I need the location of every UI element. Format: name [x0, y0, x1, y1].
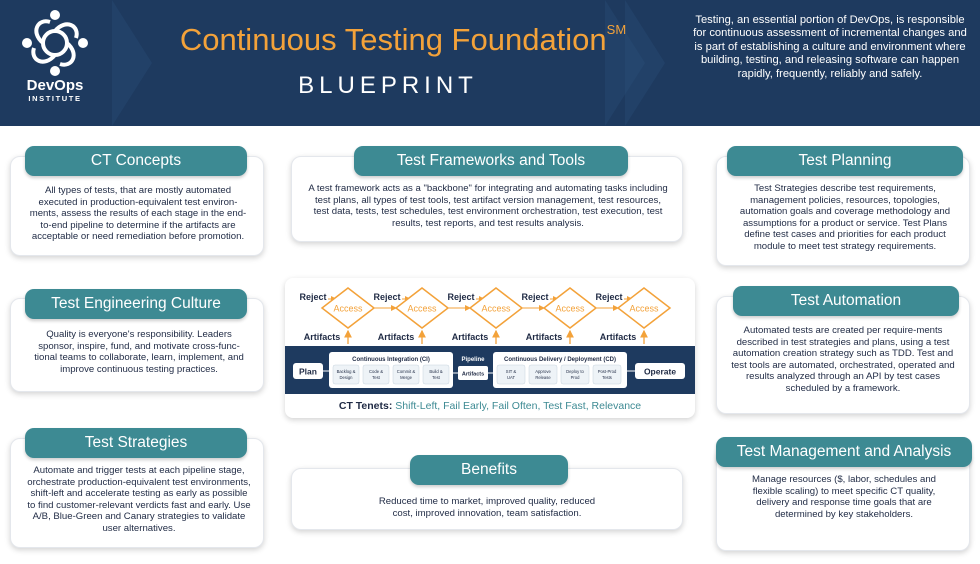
- test-automation-title: Test Automation: [733, 286, 959, 316]
- pipeline-step-label: Tests: [602, 375, 612, 380]
- artifacts-label: Artifacts: [452, 332, 489, 342]
- logo-subtitle: INSTITUTE: [28, 94, 82, 103]
- pipeline-step-label: Test: [432, 375, 441, 380]
- pipeline-step-label: Approve: [535, 369, 551, 374]
- test-engineering-title: Test Engineering Culture: [25, 289, 247, 319]
- pipeline-step: [560, 364, 590, 385]
- ct-concepts-text: All types of tests, that are mostly auto…: [29, 185, 247, 243]
- pipeline-step-label: Release: [535, 375, 551, 380]
- ct-tenets-values: Shift-Left, Fail Early, Fail Often, Test…: [395, 400, 642, 412]
- access-label: Access: [333, 304, 363, 314]
- test-frameworks-text: A test framework acts as a "backbone" fo…: [308, 183, 668, 229]
- page-title: Continuous Testing FoundationSM: [168, 22, 638, 58]
- test-management-title: Test Management and Analysis: [716, 437, 972, 467]
- test-strategies-text: Automate and trigger tests at each pipel…: [27, 465, 251, 534]
- devops-logo-icon: [22, 10, 88, 76]
- pipeline-step: [422, 364, 450, 385]
- access-label: Access: [481, 304, 511, 314]
- header-chevron: [112, 0, 152, 126]
- ct-tenets-label: CT Tenets:: [338, 400, 393, 412]
- artifacts-label: Artifacts: [526, 332, 563, 342]
- reject-label: Reject: [521, 292, 548, 302]
- intro-text: Testing, an essential portion of DevOps,…: [693, 14, 967, 80]
- artifacts-label: Artifacts: [304, 332, 341, 342]
- access-label: Access: [407, 304, 437, 314]
- reject-label: Reject: [595, 292, 622, 302]
- plan-box: [293, 363, 323, 379]
- test-management-text: Manage resources ($, labor, schedules an…: [752, 474, 936, 520]
- reject-label: Reject: [373, 292, 400, 302]
- plan-label: Plan: [299, 367, 317, 377]
- test-strategies-title: Test Strategies: [25, 428, 247, 458]
- pipeline-step-label: Code &: [369, 369, 383, 374]
- page-title-text: Continuous Testing Foundation: [179, 22, 607, 57]
- access-gate: [542, 287, 598, 329]
- access-gate: [468, 287, 524, 329]
- pipeline-step: [362, 364, 390, 385]
- header-banner: DevOps INSTITUTE Continuous Testing Foun…: [0, 0, 980, 126]
- pipeline-step-label: Commit &: [397, 369, 416, 374]
- devops-institute-logo: DevOps INSTITUTE: [12, 8, 98, 118]
- logo-name: DevOps: [26, 77, 84, 94]
- access-gate: [320, 287, 376, 329]
- ct-concepts-title: CT Concepts: [25, 146, 247, 176]
- test-planning-title: Test Planning: [727, 146, 963, 176]
- pipeline-step: [496, 364, 526, 385]
- pipeline-step-label: Backlog &: [337, 369, 356, 374]
- operate-box: [635, 363, 685, 379]
- pipeline-step-label: Design: [339, 375, 353, 380]
- access-gate: [394, 287, 450, 329]
- pipeline-step: [528, 364, 558, 385]
- pipeline-step-label: Deploy to: [566, 369, 584, 374]
- header-chevron: [605, 0, 645, 126]
- pipeline-step: [592, 364, 622, 385]
- reject-label: Reject: [299, 292, 326, 302]
- operate-label: Operate: [644, 367, 676, 377]
- artifacts-box-label: Artifacts: [462, 372, 484, 378]
- pipeline-step-label: SIT &: [506, 369, 517, 374]
- service-mark: SM: [606, 22, 627, 37]
- ci-box: [329, 352, 453, 388]
- page-subtitle: BLUEPRINT: [298, 72, 478, 99]
- artifacts-box: [458, 366, 488, 380]
- test-planning-text: Test Strategies describe test requiremen…: [739, 183, 951, 252]
- artifacts-label: Artifacts: [600, 332, 637, 342]
- pipeline-step-label: UAT: [507, 375, 516, 380]
- benefits-text: Reduced time to market, improved quality…: [378, 496, 596, 519]
- artifacts-label: Artifacts: [378, 332, 415, 342]
- access-label: Access: [629, 304, 659, 314]
- pipeline-step: [332, 364, 360, 385]
- pipeline-label: Pipeline: [461, 357, 485, 363]
- test-frameworks-title: Test Frameworks and Tools: [354, 146, 628, 176]
- pipeline-step-label: Post-Prod: [598, 369, 617, 374]
- test-automation-text: Automated tests are created per require-…: [731, 325, 955, 394]
- ci-title: Continuous Integration (CI): [352, 357, 430, 363]
- benefits-title: Benefits: [410, 455, 568, 485]
- ct-tenets: CT Tenets: Shift-Left, Fail Early, Fail …: [285, 400, 695, 412]
- access-label: Access: [555, 304, 585, 314]
- pipeline-step-label: Build &: [429, 369, 442, 374]
- pipeline-step-label: Merge: [400, 375, 413, 380]
- cd-title: Continuous Delivery / Deployment (CD): [504, 357, 616, 363]
- reject-label: Reject: [447, 292, 474, 302]
- header-chevron: [625, 0, 665, 126]
- test-engineering-text: Quality is everyone's responsibility. Le…: [34, 329, 244, 375]
- pipeline-step: [392, 364, 420, 385]
- pipeline-step-label: Prod: [571, 375, 581, 380]
- pipeline-step-label: Test: [372, 375, 381, 380]
- access-gate: [616, 287, 672, 329]
